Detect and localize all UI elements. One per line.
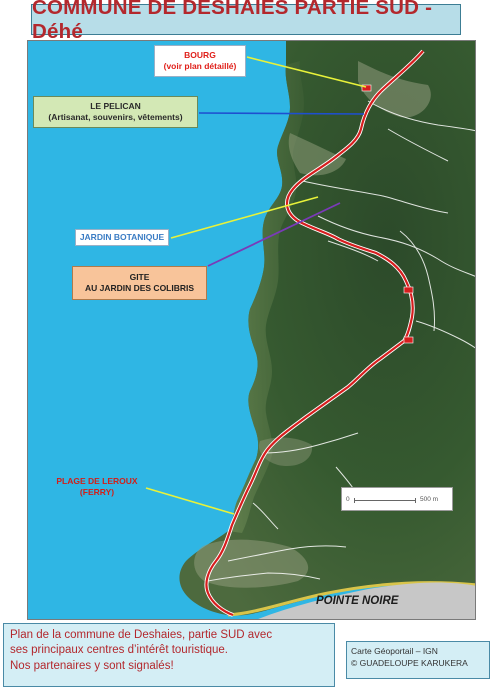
callout-plage-leroux[interactable]: PLAGE DE LEROUX (FERRY): [52, 473, 142, 501]
scale-tick: [354, 498, 355, 503]
residential-area-north: [288, 133, 346, 176]
scale-start-label: 0: [346, 496, 350, 503]
credits-box: Carte Géoportail – IGN © GUADELOUPE KARU…: [346, 641, 490, 679]
pointer-bourg: [246, 56, 367, 88]
description-line: Plan de la commune de Deshaies, partie S…: [10, 629, 273, 641]
callout-pelican-note: (Artisanat, souvenirs, vêtements): [48, 112, 183, 122]
pointer-gite: [207, 202, 341, 267]
place-label-pointe-noire: POINTE NOIRE: [316, 595, 399, 607]
callout-jardin-title: JARDIN BOTANIQUE: [79, 232, 165, 243]
callout-gite-name: AU JARDIN DES COLIBRIS: [84, 283, 195, 293]
coastal-fringe: [228, 61, 304, 533]
callout-bourg[interactable]: BOURG (voir plan détaillé): [154, 45, 246, 77]
scale-line: [354, 500, 416, 501]
main-road-center: [205, 50, 424, 617]
callout-gite-title: GITE: [129, 272, 150, 283]
pointer-jardin: [170, 196, 319, 239]
description-line: ses principaux centres d’intérêt tourist…: [10, 644, 228, 657]
road-marker: [403, 336, 414, 344]
callout-bourg-title: BOURG: [184, 50, 216, 61]
road-marker: [361, 84, 372, 92]
map-canvas: [28, 41, 475, 619]
coastline-south: [227, 581, 475, 617]
description-box: Plan de la commune de Deshaies, partie S…: [3, 623, 335, 687]
callout-pelican-title: LE PELICAN: [90, 101, 141, 112]
satellite-map[interactable]: [27, 40, 476, 620]
callout-bourg-note: (voir plan détaillé): [163, 61, 237, 71]
callout-pelican[interactable]: LE PELICAN (Artisanat, souvenirs, vêteme…: [33, 96, 198, 128]
credit-source: Carte Géoportail – IGN: [351, 646, 438, 656]
pointer-plage: [145, 487, 235, 515]
callout-gite[interactable]: GITE AU JARDIN DES COLIBRIS: [72, 266, 207, 300]
callout-plage-title: PLAGE DE LEROUX: [56, 476, 138, 487]
callout-jardin-botanique[interactable]: JARDIN BOTANIQUE: [75, 229, 169, 246]
map-title: COMMUNE DE DESHAIES PARTIE SUD - Déhé: [31, 0, 461, 43]
credit-copyright: © GUADELOUPE KARUKERA: [351, 657, 468, 668]
scale-end-label: 500 m: [420, 496, 439, 503]
callout-plage-note: (FERRY): [79, 487, 115, 497]
residential-area-bourg: [358, 61, 431, 118]
road-marker: [403, 286, 414, 294]
scale-tick: [415, 498, 416, 503]
pointer-pelican: [198, 112, 365, 115]
minor-roads: [207, 100, 475, 582]
description-line: Nos partenaires y sont signalés!: [10, 659, 174, 672]
scale-bar: 0 500 m: [341, 487, 453, 511]
pointe-noire-area: [258, 582, 475, 619]
